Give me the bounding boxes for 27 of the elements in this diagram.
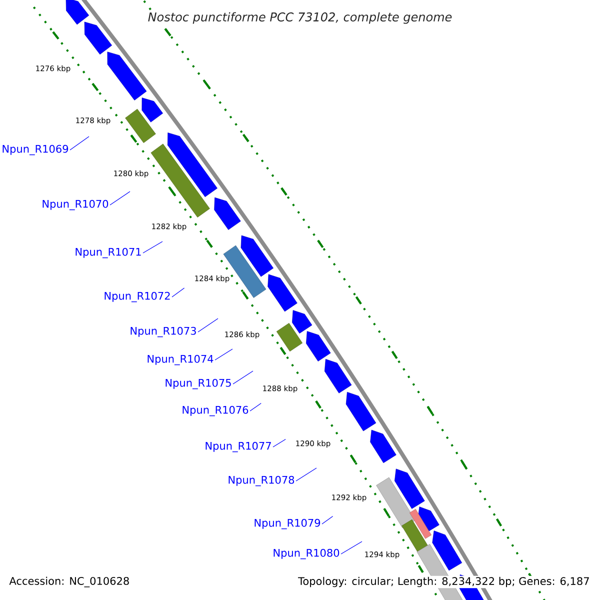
leader-line <box>232 370 254 384</box>
gene-label: Npun_R1074 <box>148 354 214 366</box>
gene-label: Npun_R1070 <box>42 200 108 210</box>
leader-line <box>198 318 218 332</box>
title: Nostoc punctiforme PCC 73102, complete genome <box>146 10 454 26</box>
gene-label: Npun_R1078 <box>228 476 294 486</box>
gene-label: Npun_R1075 <box>166 378 231 390</box>
gene-label: Npun_R1077 <box>206 442 271 452</box>
genome-info-text: Topology: circular; Length: 8,234,322 bp; Genes: 6,187 <box>297 576 591 588</box>
leader-line <box>172 288 185 298</box>
leader-line <box>214 348 233 360</box>
leader-line <box>142 241 163 254</box>
leader-line <box>340 541 362 554</box>
gene-label: Npun_R1073 <box>130 326 196 338</box>
accession-text: Accession: NC_010628 <box>9 576 129 588</box>
gene-label: Npun_R1080 <box>274 548 340 560</box>
gene-label: Npun_R1079 <box>254 518 320 530</box>
gene-label: Npun_R1069 <box>2 144 68 156</box>
leader-line <box>110 191 130 206</box>
leader-line <box>272 438 286 448</box>
leader-line <box>250 402 262 412</box>
gene-label: Npun_R1072 <box>104 292 170 302</box>
gene-label: Npun_R1076 <box>182 406 248 416</box>
leader-line <box>296 468 317 482</box>
gene-label: Npun_R1071 <box>76 248 141 258</box>
leader-line <box>70 136 90 150</box>
leader-line <box>322 516 334 524</box>
